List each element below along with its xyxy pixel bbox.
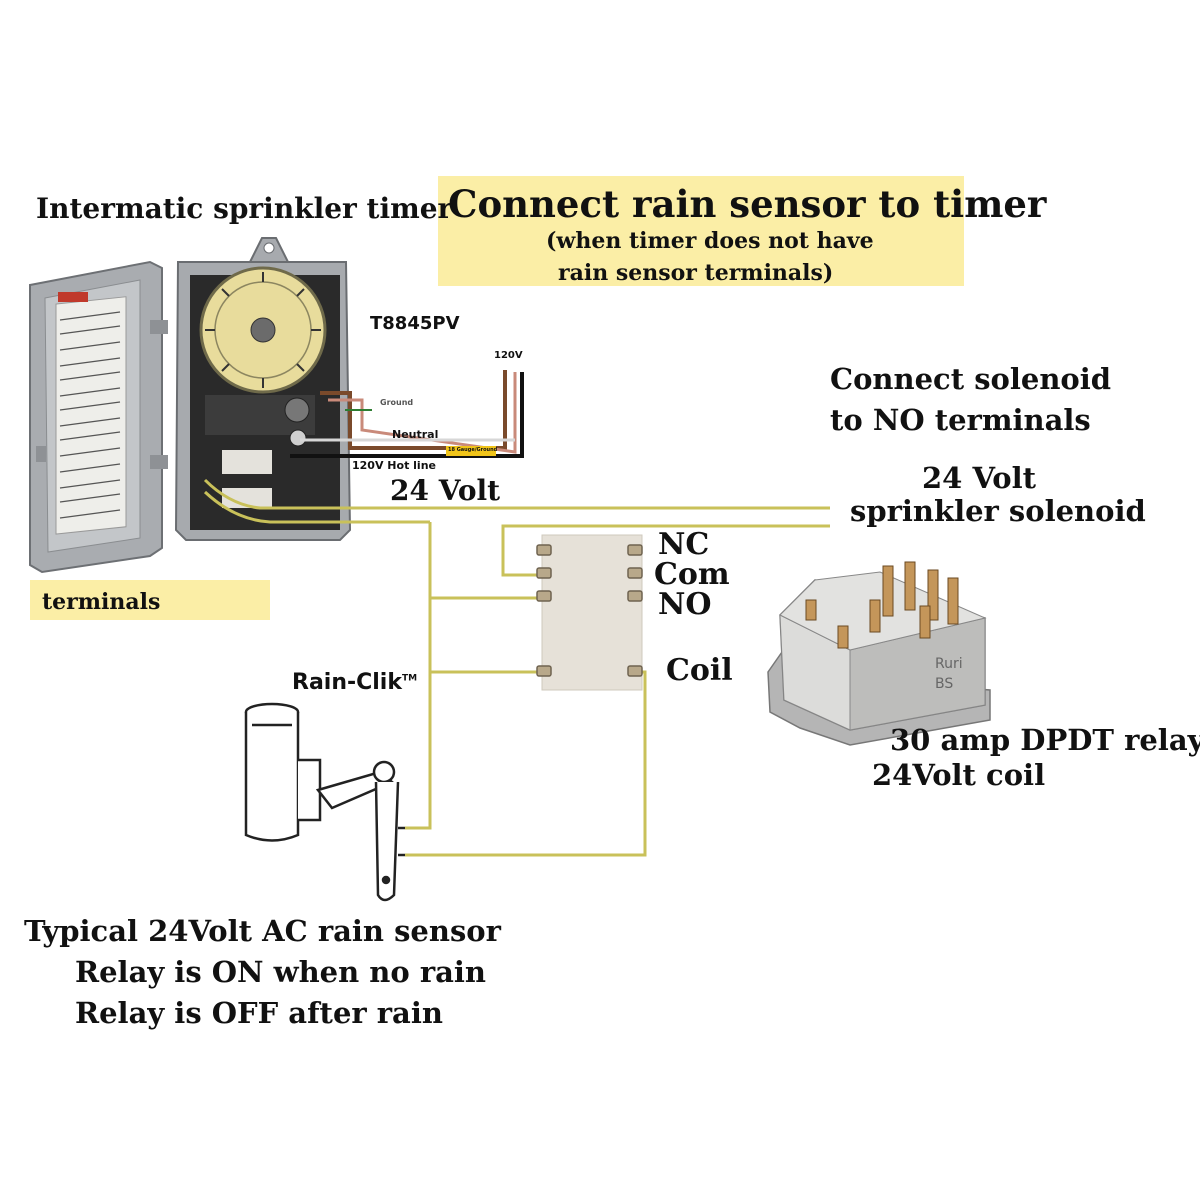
svg-text:Ruri: Ruri bbox=[935, 656, 963, 672]
wire-neutral-label: Neutral bbox=[392, 428, 439, 441]
relay-photo-label-line2: 24Volt coil bbox=[872, 758, 1046, 792]
relay-terminal-coil: Coil bbox=[666, 653, 733, 688]
terminals-label: terminals bbox=[42, 589, 161, 615]
relay-terminal-no: NO bbox=[658, 587, 712, 622]
volt-label: 24 Volt bbox=[390, 474, 501, 507]
solenoid-note-line1: Connect solenoid bbox=[830, 362, 1112, 396]
mains-wiring bbox=[290, 370, 524, 458]
low-voltage-wiring bbox=[203, 478, 830, 857]
relay-photo-label-line1: 30 amp DPDT relay bbox=[890, 723, 1200, 757]
diagram-title: Connect rain sensor to timer bbox=[448, 182, 1047, 226]
rain-sensor-caption-line1: Typical 24Volt AC rain sensor bbox=[24, 914, 501, 948]
terminals-banner bbox=[30, 580, 270, 620]
trademark-mark: TM bbox=[401, 673, 418, 684]
relay-terminal-com: Com bbox=[654, 557, 730, 592]
svg-text:BS: BS bbox=[935, 676, 953, 692]
wire-tag-label: 18 Gauge/Ground bbox=[448, 447, 498, 453]
diagram-subtitle-line1: (when timer does not have bbox=[546, 228, 874, 254]
rain-sensor-illustration bbox=[244, 702, 405, 902]
rain-sensor-brand-name: Rain-Clik bbox=[292, 670, 402, 695]
relay-photo: Ruri BS bbox=[767, 561, 991, 746]
wire-ground-label: Ground bbox=[380, 398, 414, 407]
rain-sensor-caption-line2: Relay is ON when no rain bbox=[75, 955, 486, 989]
relay-schematic bbox=[536, 534, 643, 691]
solenoid-note-line2: to NO terminals bbox=[830, 403, 1091, 437]
title-banner: Connect rain sensor to timer (when timer… bbox=[438, 176, 1046, 286]
wire-hot-label: 120V Hot line bbox=[352, 459, 436, 472]
timer-label: Intermatic sprinkler timer bbox=[36, 192, 453, 225]
solenoid-label-line2: sprinkler solenoid bbox=[850, 494, 1146, 528]
diagram-subtitle-line2: rain sensor terminals) bbox=[558, 260, 834, 286]
rain-sensor-brand: Rain-ClikTM bbox=[292, 670, 417, 695]
timer-model: T8845PV bbox=[370, 313, 460, 334]
solenoid-label-line1: 24 Volt bbox=[922, 461, 1037, 495]
rain-sensor-caption-line3: Relay is OFF after rain bbox=[75, 996, 443, 1030]
wire-120v-label: 120V bbox=[494, 350, 523, 361]
relay-terminal-nc: NC bbox=[658, 527, 710, 562]
wire-tag bbox=[446, 446, 496, 456]
